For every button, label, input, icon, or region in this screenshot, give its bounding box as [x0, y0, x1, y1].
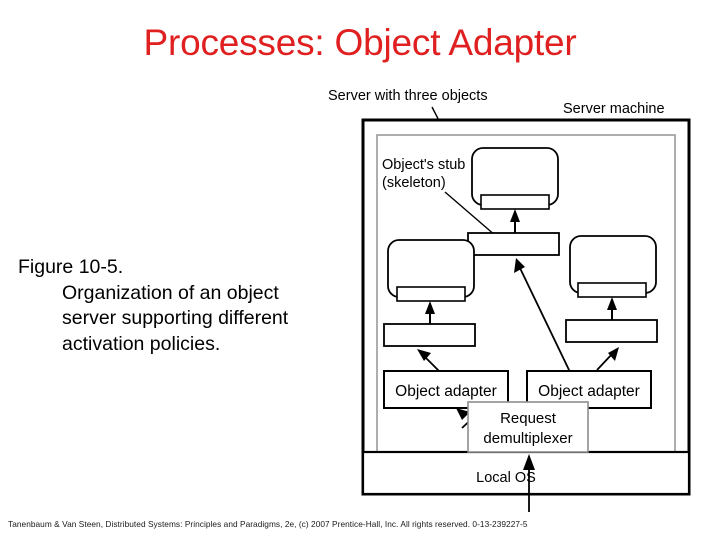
- copyright-footer: Tanenbaum & Van Steen, Distributed Syste…: [8, 519, 708, 529]
- skeleton-left: [396, 286, 466, 302]
- figure-caption-text: Organization of an object server support…: [62, 281, 289, 356]
- arrow-line-right-adapter-to-stub: [596, 352, 614, 371]
- footer-text: Tanenbaum & Van Steen, Distributed Syste…: [8, 519, 528, 529]
- label-objects-stub-line2: (skeleton): [382, 175, 446, 191]
- figure-caption-block: Figure 10-5. Organization of an object s…: [18, 255, 318, 358]
- stub-bar-right: [565, 319, 658, 343]
- arrow-head-demux-to-left-adapter: [456, 408, 470, 420]
- skeleton-right: [577, 282, 647, 298]
- page-title: Processes: Object Adapter: [143, 22, 577, 63]
- label-server-machine: Server machine: [563, 101, 665, 117]
- label-request-demultiplexer-line2: demultiplexer: [483, 430, 572, 447]
- label-server-with-three-objects: Server with three objects: [328, 88, 488, 104]
- arrow-line-right-adapter-to-top-stub: [518, 265, 571, 373]
- leader-line-objects-stub: [444, 191, 497, 237]
- stub-bar-left: [383, 323, 476, 347]
- arrow-head-right-adapter-to-top-stub: [514, 258, 525, 273]
- arrow-head-incoming-request: [523, 454, 535, 470]
- object-adapter-left-box: [383, 370, 509, 409]
- request-demultiplexer-box: [467, 401, 589, 453]
- skeleton-top: [480, 194, 550, 210]
- label-objects-stub: Object's stub: [382, 157, 465, 173]
- arrow-head-right-skeleton: [607, 297, 617, 310]
- stub-bar-top: [467, 232, 560, 256]
- figure-number: Figure 10-5.: [18, 256, 124, 278]
- label-local-os: Local OS: [476, 470, 536, 486]
- label-request-demultiplexer-line1: Request: [500, 410, 557, 427]
- arrow-head-left-skeleton: [425, 301, 435, 314]
- object-server-diagram: Server with three objects Server machine…: [320, 80, 720, 520]
- arrow-head-right-adapter-to-stub: [608, 347, 619, 361]
- label-object-adapter-left: Object adapter: [395, 383, 497, 400]
- label-object-adapter-right: Object adapter: [538, 383, 640, 400]
- arrow-head-left-adapter-to-stub: [417, 349, 431, 361]
- arrow-head-top-skeleton: [510, 209, 520, 222]
